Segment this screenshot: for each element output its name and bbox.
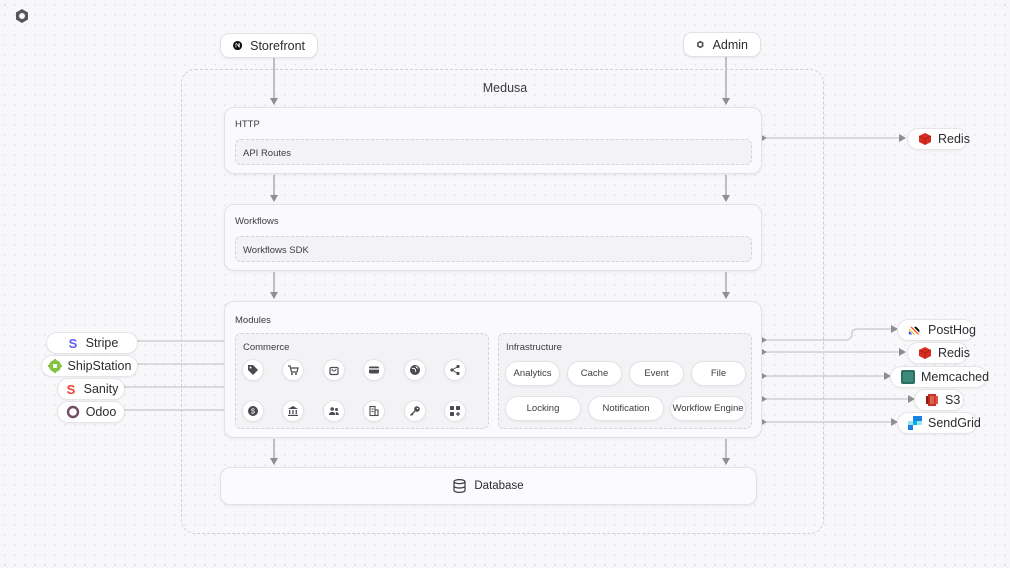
- redis-label: Redis: [938, 132, 970, 146]
- notification-chip: Notification: [588, 396, 664, 421]
- cart-icon: [282, 359, 304, 381]
- commerce-modules: Commerce $: [235, 333, 489, 429]
- sendgrid-icon: [908, 416, 922, 430]
- admin-node: Admin: [683, 32, 761, 57]
- s3-label: S3: [945, 393, 961, 407]
- share-icon: [444, 359, 466, 381]
- database-icon: [453, 479, 466, 493]
- medusa-container: [181, 69, 824, 534]
- redis-icon: [918, 347, 932, 359]
- shipstation-integration: ShipStation: [41, 355, 138, 377]
- shipstation-label: ShipStation: [67, 359, 132, 373]
- building-icon: [363, 400, 385, 422]
- odoo-integration: Odoo: [57, 401, 125, 423]
- memcached-label: Memcached: [921, 370, 990, 384]
- posthog-icon: [908, 326, 920, 335]
- posthog-label: PostHog: [928, 323, 976, 337]
- tag-icon: [242, 359, 264, 381]
- key-icon: [404, 400, 426, 422]
- nextjs-icon: [233, 40, 243, 51]
- infrastructure-modules: Infrastructure Analytics Cache Event Fil…: [498, 333, 752, 429]
- svg-text:S: S: [68, 336, 77, 350]
- s3-icon: [926, 394, 938, 406]
- stripe-integration: S Stripe: [46, 332, 138, 354]
- odoo-label: Odoo: [85, 405, 117, 419]
- sendgrid-label: SendGrid: [928, 416, 981, 430]
- apps-icon: [444, 400, 466, 422]
- workflows-sdk-box: Workflows SDK: [235, 236, 752, 262]
- medusa-title: Medusa: [482, 81, 528, 95]
- analytics-chip: Analytics: [505, 361, 560, 386]
- workflow-engine-chip: Workflow Engine: [670, 396, 746, 421]
- storefront-label: Storefront: [250, 38, 305, 53]
- users-icon: [323, 400, 345, 422]
- api-routes-box: API Routes: [235, 139, 752, 165]
- modules-title: Modules: [235, 315, 271, 326]
- redis-integration-http: Redis: [907, 128, 970, 150]
- svg-text:S: S: [66, 382, 75, 396]
- medusa-admin-icon: [697, 40, 704, 49]
- medusa-logo-icon: [16, 9, 28, 23]
- s3-integration: S3: [914, 389, 964, 411]
- redis-integration-modules: Redis: [907, 342, 970, 364]
- bank-icon: [282, 400, 304, 422]
- http-layer: HTTP API Routes: [224, 107, 762, 174]
- file-chip: File: [691, 361, 746, 386]
- cache-chip: Cache: [567, 361, 622, 386]
- admin-label: Admin: [712, 37, 748, 52]
- event-chip: Event: [629, 361, 684, 386]
- bag-icon: [323, 359, 345, 381]
- stripe-label: Stripe: [85, 336, 119, 350]
- locking-chip: Locking: [505, 396, 581, 421]
- sanity-label: Sanity: [83, 382, 119, 396]
- posthog-integration: PostHog: [897, 319, 976, 341]
- odoo-icon: [66, 405, 79, 419]
- sanity-integration: S Sanity: [57, 378, 125, 400]
- sendgrid-integration: SendGrid: [897, 412, 981, 434]
- globe-icon: [404, 359, 426, 381]
- credit-card-icon: [363, 359, 385, 381]
- sanity-icon: S: [63, 382, 78, 396]
- shipstation-icon: [47, 359, 62, 373]
- memcached-icon: [901, 370, 915, 384]
- stripe-icon: S: [68, 336, 77, 350]
- infrastructure-title: Infrastructure: [506, 342, 562, 353]
- storefront-node: Storefront: [220, 33, 318, 58]
- memcached-integration: Memcached: [890, 366, 990, 388]
- workflows-title: Workflows: [235, 216, 279, 227]
- redis-icon: [918, 133, 932, 145]
- workflows-layer: Workflows Workflows SDK: [224, 204, 762, 271]
- redis-label: Redis: [938, 346, 970, 360]
- database-node: Database: [220, 467, 757, 505]
- modules-layer: Modules Commerce $ Infrastru: [224, 301, 762, 438]
- workflows-sdk-label: Workflows SDK: [243, 245, 309, 256]
- api-routes-label: API Routes: [243, 148, 292, 159]
- database-label: Database: [474, 480, 524, 492]
- http-title: HTTP: [235, 119, 260, 130]
- currency-icon: $: [242, 400, 264, 422]
- svg-text:$: $: [251, 409, 255, 416]
- commerce-title: Commerce: [243, 342, 290, 353]
